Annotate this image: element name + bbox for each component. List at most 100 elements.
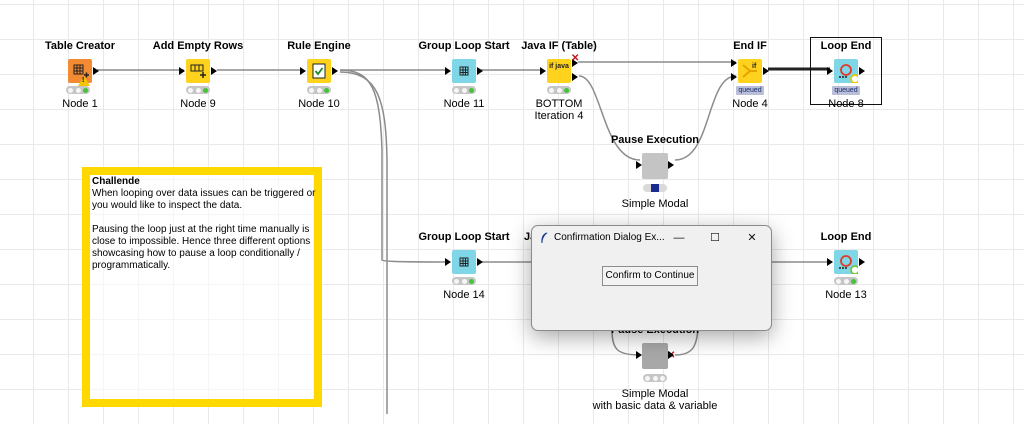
node-label-line2: with basic data & variable xyxy=(592,400,718,412)
node-pause-execution-2[interactable]: Pause Execution ✕ Simple Modal with basi… xyxy=(575,324,735,424)
node-label[interactable]: BOTTOM xyxy=(535,98,583,110)
connection xyxy=(339,71,388,414)
output-port-bottom[interactable] xyxy=(572,73,578,81)
input-port-top[interactable] xyxy=(731,59,737,67)
java-if-glyph: if java xyxy=(549,63,569,70)
loop-start-icon xyxy=(452,59,476,83)
input-port[interactable] xyxy=(445,67,451,75)
node-title: Java IF (Table) xyxy=(521,40,597,52)
input-port[interactable] xyxy=(540,67,546,75)
node-group-loop-start-2[interactable]: Group Loop Start Node 14 xyxy=(384,231,544,331)
node-label[interactable]: Node 8 xyxy=(828,98,864,110)
output-port[interactable] xyxy=(859,67,865,75)
loop-end-icon xyxy=(834,250,860,275)
status-traffic-light xyxy=(834,277,858,285)
node-java-if-table[interactable]: Java IF (Table) if java ✕ BOTTOM Iterati… xyxy=(479,40,639,140)
close-button[interactable]: ✕ xyxy=(747,232,757,244)
annotation-text: When looping over data issues can be tri… xyxy=(92,188,316,271)
output-port[interactable] xyxy=(332,67,338,75)
status-traffic-light xyxy=(307,86,331,94)
node-rule-engine[interactable]: Rule Engine Node 10 xyxy=(239,40,399,140)
node-pause-execution[interactable]: Pause Execution Simple Modal xyxy=(575,134,735,234)
node-title: End IF xyxy=(733,40,767,52)
status-traffic-light xyxy=(452,86,476,94)
add-rows-icon xyxy=(186,59,210,83)
connections xyxy=(97,61,830,414)
node-loop-end-2[interactable]: Loop End Node 13 xyxy=(766,231,926,331)
svg-text:if: if xyxy=(752,63,757,70)
node-label[interactable]: Node 4 xyxy=(732,98,768,110)
output-port-top[interactable] xyxy=(572,59,578,67)
connection xyxy=(578,75,641,161)
output-port[interactable] xyxy=(477,258,483,266)
pause-icon xyxy=(642,153,668,179)
dialog-titlebar[interactable]: Confirmation Dialog Ex... — ☐ ✕ xyxy=(532,226,771,250)
annotation-title: Challende xyxy=(92,176,140,187)
dialog-title: Confirmation Dialog Ex... xyxy=(554,232,665,243)
status-traffic-light xyxy=(643,374,667,382)
maximize-button[interactable]: ☐ xyxy=(710,232,720,244)
status-traffic-light xyxy=(547,86,571,94)
node-title: Pause Execution xyxy=(610,134,700,146)
output-port[interactable] xyxy=(477,67,483,75)
node-label[interactable]: Node 10 xyxy=(298,98,340,110)
queued-badge: queued xyxy=(832,86,860,95)
warning-icon: ! xyxy=(78,76,90,86)
input-port[interactable] xyxy=(636,161,642,169)
status-traffic-light xyxy=(643,184,667,192)
input-port[interactable] xyxy=(179,67,185,75)
connection xyxy=(674,75,737,161)
rule-icon xyxy=(307,59,331,83)
selection-box xyxy=(810,37,882,105)
connection xyxy=(611,329,641,356)
node-title: Rule Engine xyxy=(287,40,351,52)
input-port[interactable] xyxy=(827,258,833,266)
status-traffic-light xyxy=(186,86,210,94)
node-title: Group Loop Start xyxy=(418,40,510,52)
output-port[interactable] xyxy=(93,67,99,75)
queued-badge: queued xyxy=(736,86,764,95)
java-if-icon: if java xyxy=(547,59,571,83)
node-label[interactable]: Node 13 xyxy=(825,289,867,301)
node-label[interactable]: Simple Modal xyxy=(621,388,689,400)
output-port[interactable] xyxy=(211,67,217,75)
node-label[interactable]: Node 1 xyxy=(62,98,98,110)
node-group-loop-start[interactable]: Group Loop Start Node 11 xyxy=(384,40,544,140)
node-add-empty-rows[interactable]: Add Empty Rows Node 9 xyxy=(118,40,278,140)
inactive-branch-icon: ✕ xyxy=(571,53,580,64)
node-label[interactable]: Node 11 xyxy=(443,98,485,110)
node-title: Loop End xyxy=(820,231,872,243)
workflow-canvas[interactable]: Table Creator ! Node 1 Add Empty Rows No… xyxy=(0,0,1024,414)
input-port[interactable] xyxy=(300,67,306,75)
loop-start-icon xyxy=(452,250,476,274)
input-port[interactable] xyxy=(827,67,833,75)
confirmation-dialog[interactable]: Confirmation Dialog Ex... — ☐ ✕ Confirm … xyxy=(531,225,772,331)
status-traffic-light xyxy=(452,277,476,285)
node-title: Group Loop Start xyxy=(418,231,510,243)
output-port[interactable] xyxy=(668,351,674,359)
minimize-button[interactable]: — xyxy=(673,232,685,244)
input-port[interactable] xyxy=(445,258,451,266)
end-if-icon: if xyxy=(738,59,762,83)
node-label-line2: Iteration 4 xyxy=(534,110,584,122)
node-label[interactable]: Node 9 xyxy=(180,98,216,110)
input-port-bottom[interactable] xyxy=(731,73,737,81)
workflow-annotation[interactable]: Challende When looping over data issues … xyxy=(82,167,322,407)
node-label[interactable]: Simple Modal xyxy=(621,198,689,210)
output-port[interactable] xyxy=(859,258,865,266)
pause-icon xyxy=(642,343,668,369)
node-loop-end[interactable]: Loop End queued Node 8 xyxy=(766,37,926,140)
node-label[interactable]: Node 14 xyxy=(443,289,485,301)
input-port[interactable] xyxy=(636,351,642,359)
connection xyxy=(339,69,449,263)
node-title: Add Empty Rows xyxy=(152,40,244,52)
output-port[interactable] xyxy=(668,161,674,169)
confirm-button[interactable]: Confirm to Continue xyxy=(602,266,698,286)
status-traffic-light xyxy=(66,86,90,94)
feather-icon xyxy=(541,232,548,243)
node-title: Table Creator xyxy=(44,40,116,52)
output-port[interactable] xyxy=(763,67,769,75)
node-end-if[interactable]: End IF if queued Node 4 xyxy=(670,40,830,140)
node-table-creator[interactable]: Table Creator ! Node 1 xyxy=(0,40,160,140)
node-title: Loop End xyxy=(820,40,872,52)
